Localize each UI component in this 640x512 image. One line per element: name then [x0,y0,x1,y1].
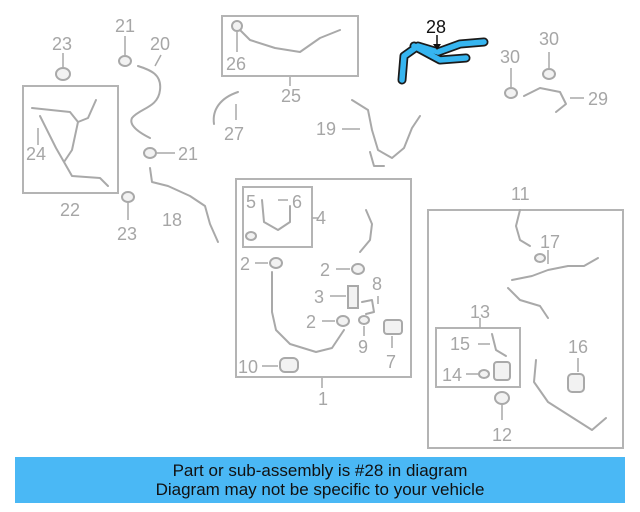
callout-26: 26 [226,54,246,74]
info-banner: Part or sub-assembly is #28 in diagram D… [15,457,625,503]
part-16-fitting[interactable] [567,358,585,393]
part-27-hose[interactable] [212,91,239,125]
part-7-valve[interactable] [383,319,403,348]
callout-5: 5 [246,192,256,212]
callout-15: 15 [450,334,470,354]
part-11-hose[interactable] [515,209,531,247]
group-box-13 [435,327,521,388]
callout-16: 16 [568,337,588,357]
part-19-hose[interactable] [351,99,421,159]
group-box-22 [22,85,119,194]
callout-28: 28 [426,17,446,37]
part-6-elbow[interactable] [261,199,291,231]
part-21-clamp-lower[interactable] [143,147,175,159]
banner-line-1: Part or sub-assembly is #28 in diagram [172,461,468,480]
callout-7: 7 [386,352,396,372]
callout-2c: 2 [306,312,316,332]
part-9-oring[interactable] [358,315,370,336]
part-18-hose[interactable] [149,167,219,243]
callout-11: 11 [511,184,530,204]
part-30-clamp-right[interactable] [542,52,556,80]
part-11-branch[interactable] [507,287,549,319]
callout-2b: 2 [320,260,330,280]
part-23-clamp-lower[interactable] [121,191,135,220]
part-23-cap[interactable] [55,53,71,81]
part-17-tee[interactable] [511,250,599,281]
callout-30b: 30 [539,29,559,49]
part-24-hose-assembly[interactable] [31,99,109,187]
part-1-pipe[interactable] [271,271,345,353]
part-2-clamp-a[interactable] [255,257,283,269]
callout-1: 1 [318,389,328,409]
callout-14: 14 [442,365,462,385]
callout-29: 29 [588,89,608,109]
callout-17: 17 [540,232,560,252]
callout-22: 22 [60,200,80,220]
callout-18: 18 [162,210,182,230]
parts-diagram: 23 21 20 24 21 22 18 23 26 25 27 19 28 3… [22,15,624,449]
callout-12: 12 [492,425,512,445]
part-12-clamp[interactable] [494,391,510,420]
part-8-clip[interactable] [361,296,379,315]
callout-23b: 23 [117,224,137,244]
callout-19: 19 [316,119,336,139]
callout-27: 27 [224,124,244,144]
callout-30: 30 [500,47,520,67]
callout-25: 25 [281,86,301,106]
callout-8: 8 [372,274,382,294]
part-13-housing[interactable] [493,361,511,381]
callout-23: 23 [52,34,72,54]
group-box-25 [221,15,359,77]
callout-10: 10 [238,357,258,377]
part-15-elbow[interactable] [478,333,507,357]
part-10-cap[interactable] [262,357,299,373]
callout-24: 24 [26,144,46,164]
callout-21: 21 [115,16,135,36]
callout-3: 3 [314,287,324,307]
callout-9: 9 [358,337,368,357]
callout-6: 6 [292,192,302,212]
part-29-hose[interactable] [523,87,567,113]
part-26-pipe[interactable] [235,25,341,53]
part-20-hose[interactable] [130,65,162,139]
part-3-connector[interactable] [330,285,359,309]
part-11-lower-hose[interactable] [533,359,607,431]
part-14-seal[interactable] [466,369,490,379]
part-21-clamp[interactable] [118,36,132,67]
group-box-1 [235,178,412,378]
banner-line-2: Diagram may not be specific to your vehi… [155,480,485,499]
callout-13: 13 [470,302,490,322]
part-2-clamp-b[interactable] [336,263,365,275]
group-box-11 [427,209,624,449]
group-box-4 [242,186,313,248]
part-30-clamp[interactable] [504,68,518,99]
part-5-seal[interactable] [245,231,257,241]
part-2-clamp-c[interactable] [322,315,350,327]
callout-4: 4 [316,208,326,228]
part-4-hose[interactable] [359,209,373,253]
callout-20: 20 [150,34,170,54]
part-28-hose-highlighted[interactable] [397,37,489,85]
callout-2a: 2 [240,254,250,274]
callout-21b: 21 [178,144,198,164]
